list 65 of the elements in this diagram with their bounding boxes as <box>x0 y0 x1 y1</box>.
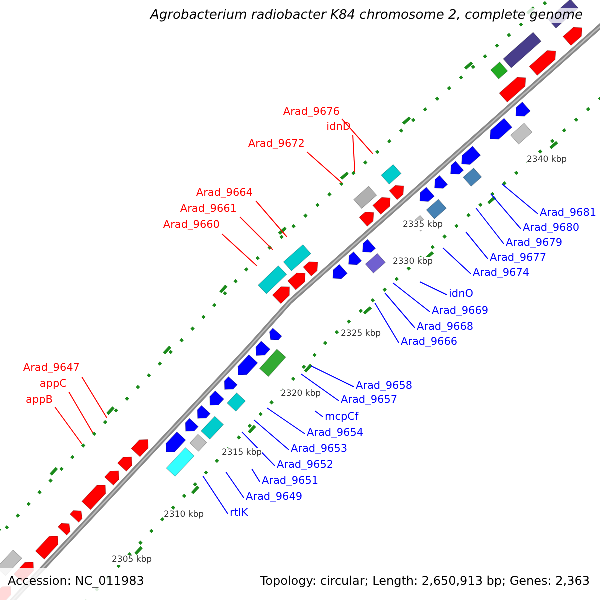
leader-line <box>242 432 276 466</box>
leader-line <box>240 216 274 250</box>
info-text: Topology: circular; Length: 2,650,913 bp; Genes: 2,363 <box>260 574 590 588</box>
leader-line <box>300 374 340 402</box>
gene-label: Arad_9661 <box>180 203 237 216</box>
scale-label: 2340 kbp <box>527 155 568 165</box>
scale-label: 2320 kbp <box>281 389 322 399</box>
scale-label: 2330 kbp <box>393 257 434 267</box>
gene-label: Arad_9651 <box>262 475 319 488</box>
gene-label: Arad_9676 <box>283 106 340 119</box>
scale-label: 2315 kbp <box>222 448 262 458</box>
leader-line <box>202 476 228 514</box>
gene-label: Arad_9680 <box>523 222 580 235</box>
leader-line <box>68 392 94 434</box>
gene-label: appC <box>40 378 67 391</box>
gene-label: Arad_9668 <box>417 321 474 334</box>
leader-line <box>314 410 324 418</box>
gene-label: Arad_9669 <box>432 305 489 318</box>
leader-line <box>306 152 342 184</box>
leader-line <box>490 194 522 230</box>
leader-line <box>254 420 290 450</box>
leader-line <box>502 184 538 214</box>
gene-label: Arad_9679 <box>506 237 563 250</box>
gene-label: Arad_9660 <box>163 219 220 232</box>
leader-line <box>226 472 244 498</box>
gene-label: Arad_9664 <box>196 187 253 200</box>
gene-label: Arad_9652 <box>277 459 334 472</box>
title: Agrobacterium radiobacter K84 chromosome 2, complete genome <box>150 8 583 23</box>
leader-line <box>442 248 472 274</box>
gene-label: Arad_9653 <box>291 443 348 456</box>
leader-line <box>476 208 504 244</box>
gene-label: mcpCf <box>325 411 359 424</box>
leader-line <box>420 282 448 296</box>
gene-label: appB <box>26 394 53 407</box>
leader-line <box>374 302 400 344</box>
gene-label: Arad_9647 <box>23 362 80 375</box>
gene-label: Arad_9672 <box>248 138 305 151</box>
gene-label: Arad_9666 <box>401 336 458 349</box>
leader-line <box>82 376 108 418</box>
leader-line <box>252 468 260 482</box>
info-text: Accession: NC_011983 <box>8 574 144 588</box>
gene-label: rtlK <box>230 507 248 520</box>
leader-line <box>352 134 356 172</box>
scale-label: 2335 kbp <box>403 220 444 230</box>
scale-label: 2305 kbp <box>112 555 152 565</box>
gene-label: Arad_9681 <box>540 207 597 220</box>
leader-line <box>222 234 258 266</box>
gene-label: Arad_9677 <box>490 252 547 265</box>
gene-label: idnO <box>449 288 474 301</box>
gene-label: idnD <box>326 121 351 134</box>
leader-line <box>54 406 82 444</box>
gene-label: Arad_9654 <box>307 427 364 440</box>
leader-line <box>256 200 288 238</box>
gene-label: Arad_9674 <box>473 267 530 280</box>
leader-line <box>384 292 416 328</box>
leader-line <box>310 366 354 388</box>
gene-label: Arad_9649 <box>246 491 303 504</box>
gene-label: Arad_9658 <box>356 380 413 393</box>
leader-line <box>392 282 430 312</box>
leader-line <box>342 118 374 154</box>
gene-label: Arad_9657 <box>341 394 398 407</box>
leader-line <box>466 232 488 260</box>
leader-line <box>266 408 306 434</box>
scale-label: 2325 kbp <box>341 329 382 339</box>
scale-label: 2310 kbp <box>164 510 204 520</box>
